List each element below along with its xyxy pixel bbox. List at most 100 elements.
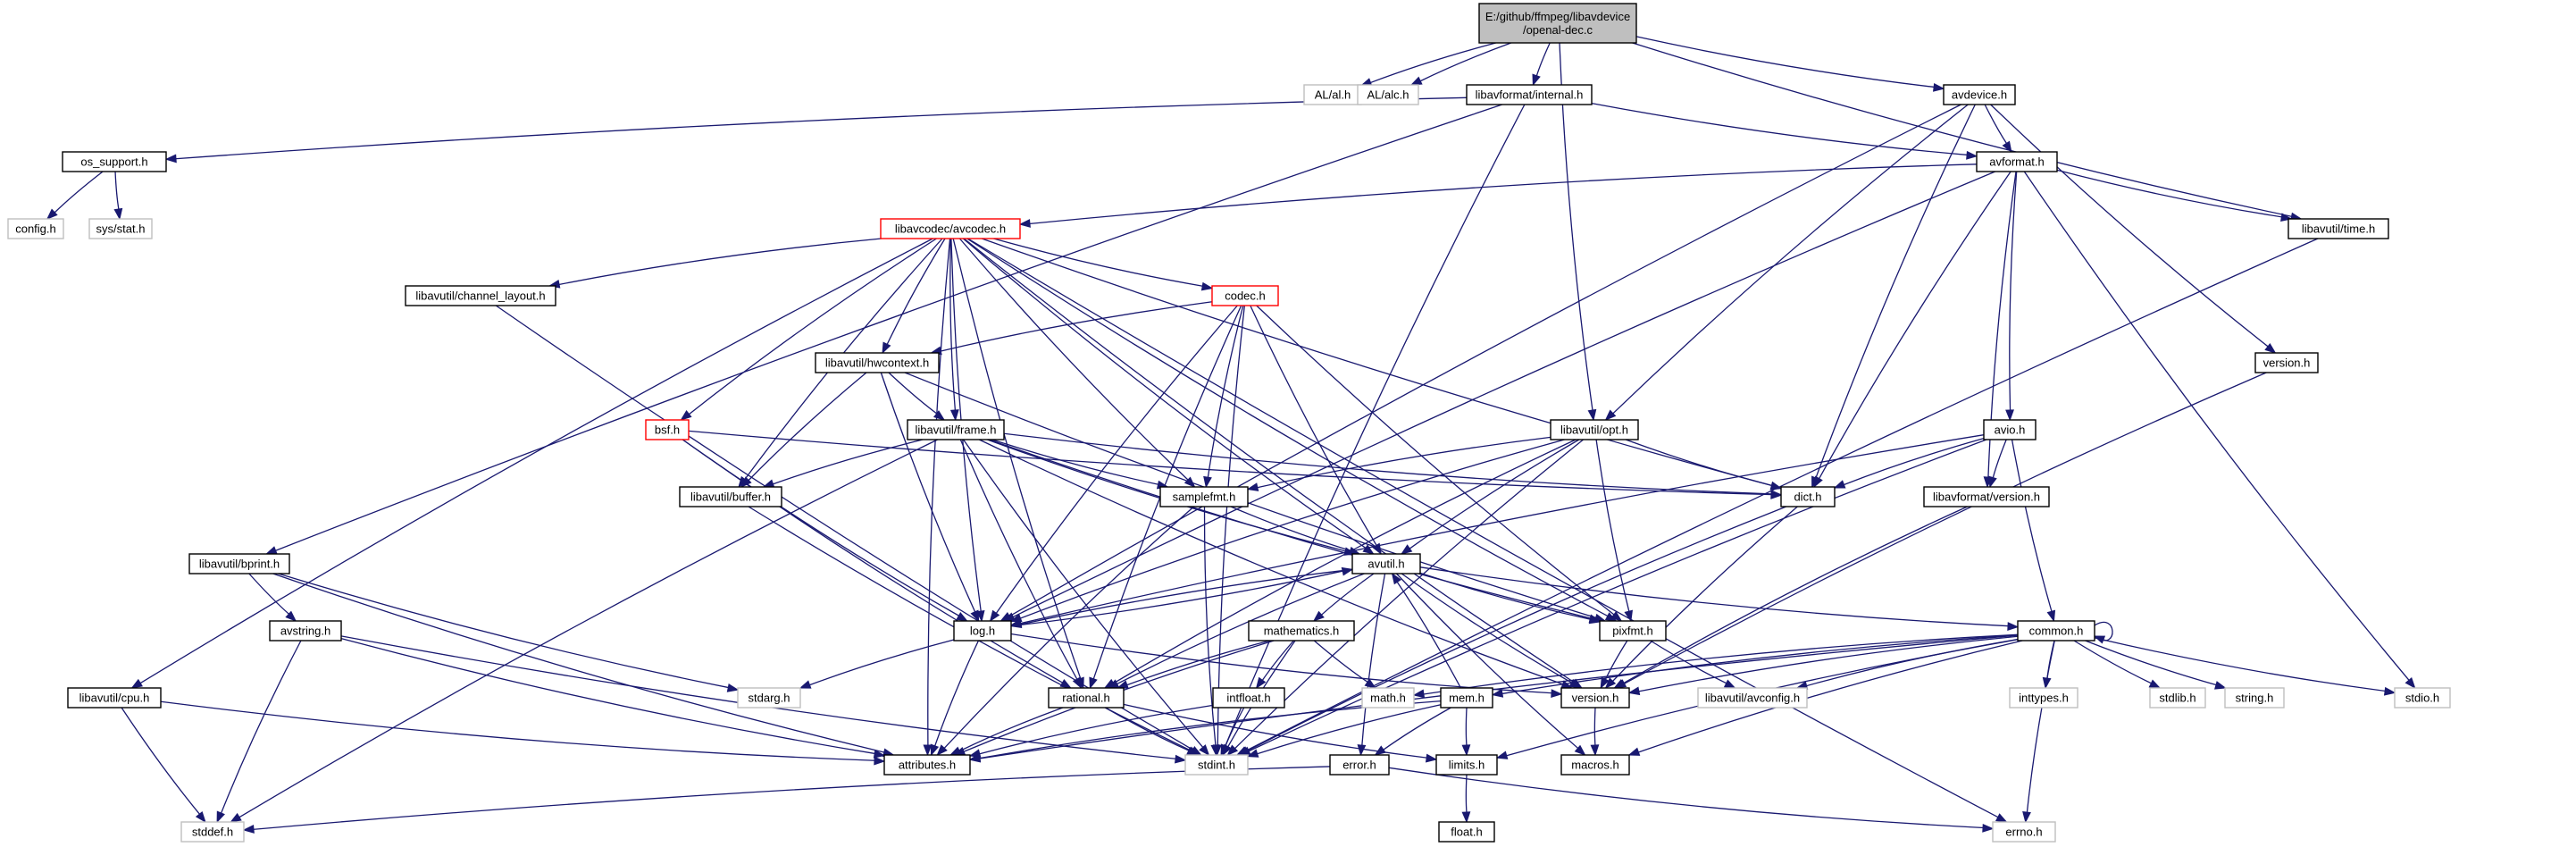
- node-mem[interactable]: mem.h: [1440, 687, 1493, 709]
- node-avcodec[interactable]: libavcodec/avcodec.h: [880, 218, 1021, 239]
- node-label: dict.h: [1794, 491, 1821, 504]
- edge-bsf-to-rational: [682, 439, 1073, 689]
- edge-avcodec-to-attributes: [923, 238, 951, 757]
- node-inttypes[interactable]: inttypes.h: [2009, 687, 2078, 709]
- edge-common-to-stdlib: [2073, 640, 2162, 689]
- node-pixfmt[interactable]: pixfmt.h: [1599, 620, 1667, 642]
- edge-root-to-al_al: [1359, 42, 1496, 87]
- node-label: limits.h: [1449, 759, 1485, 772]
- edge-version_u-to-macros: [1590, 707, 1600, 757]
- node-macros[interactable]: macros.h: [1560, 754, 1630, 776]
- node-label: AL/al.h: [1315, 88, 1351, 102]
- node-label: stdio.h: [2405, 692, 2439, 705]
- edge-root-to-al_alc: [1409, 42, 1511, 86]
- edge-error-to-errno: [1388, 767, 1995, 833]
- edge-common-to-errno: [2022, 640, 2055, 824]
- node-al-al[interactable]: AL/al.h: [1303, 84, 1362, 105]
- node-stdarg[interactable]: stdarg.h: [737, 687, 801, 709]
- node-label: libavutil/time.h: [2302, 222, 2375, 236]
- edge-avutil-to-macros: [1395, 573, 1586, 756]
- node-root[interactable]: E:/github/ffmpeg/libavdevice/openal-dec.…: [1478, 3, 1637, 44]
- edge-opt-to-samplefmt: [1246, 436, 1551, 491]
- node-label: stddef.h: [192, 826, 233, 839]
- node-al-alc[interactable]: AL/alc.h: [1357, 84, 1419, 105]
- edge-common-to-version_u: [1627, 635, 2019, 696]
- edge-mem-to-error: [1374, 707, 1451, 756]
- edge-cpu-to-attributes: [160, 700, 886, 766]
- edge-avcodec-to-chlayout: [548, 238, 882, 289]
- node-label: libavutil/opt.h: [1560, 424, 1628, 437]
- node-label: E:/github/ffmpeg/libavdevice: [1485, 10, 1630, 23]
- node-avconfig[interactable]: libavutil/avconfig.h: [1697, 687, 1808, 709]
- node-avio[interactable]: avio.h: [1983, 419, 2037, 440]
- node-lf-internal[interactable]: libavformat/internal.h: [1466, 84, 1593, 105]
- node-avutil[interactable]: avutil.h: [1351, 553, 1421, 574]
- node-label: codec.h: [1225, 289, 1266, 303]
- node-hwcontext[interactable]: libavutil/hwcontext.h: [815, 352, 940, 373]
- node-avformat[interactable]: avformat.h: [1976, 151, 2058, 172]
- node-mathematics[interactable]: mathematics.h: [1248, 620, 1355, 642]
- node-version-dev[interactable]: version.h: [2254, 352, 2319, 373]
- node-label: intfloat.h: [1226, 692, 1270, 705]
- node-stddef[interactable]: stddef.h: [180, 821, 245, 843]
- node-common[interactable]: common.h: [2017, 620, 2095, 642]
- node-label: config.h: [15, 222, 56, 236]
- node-config[interactable]: config.h: [7, 218, 64, 239]
- node-label: avformat.h: [1989, 155, 2044, 169]
- node-codec[interactable]: codec.h: [1211, 285, 1279, 306]
- edge-avio-to-dict: [1833, 437, 1985, 489]
- node-avdevice[interactable]: avdevice.h: [1943, 84, 2016, 105]
- node-math[interactable]: math.h: [1361, 687, 1415, 709]
- node-label: errno.h: [2005, 826, 2042, 839]
- edge-codec-to-pixfmt: [1256, 305, 1623, 622]
- node-stdint[interactable]: stdint.h: [1184, 754, 1249, 776]
- node-avstring[interactable]: avstring.h: [269, 620, 342, 642]
- node-label: rational.h: [1062, 692, 1109, 705]
- node-attributes[interactable]: attributes.h: [883, 754, 971, 776]
- node-rational[interactable]: rational.h: [1048, 687, 1125, 709]
- node-label: libavformat/version.h: [1933, 491, 2040, 504]
- node-log[interactable]: log.h: [953, 620, 1012, 642]
- node-error[interactable]: error.h: [1329, 754, 1390, 776]
- node-intfloat[interactable]: intfloat.h: [1212, 687, 1285, 709]
- node-label: libavutil/bprint.h: [199, 558, 280, 571]
- node-stdlib[interactable]: stdlib.h: [2149, 687, 2206, 709]
- edge-lf_internal-to-bprint: [264, 104, 1502, 555]
- node-buffer[interactable]: libavutil/buffer.h: [679, 486, 782, 507]
- node-sysstat[interactable]: sys/stat.h: [88, 218, 153, 239]
- edge-mem-to-limits: [1461, 707, 1471, 757]
- node-label: version.h: [1572, 692, 1619, 705]
- node-bsf[interactable]: bsf.h: [645, 419, 690, 440]
- edge-intfloat-to-stdint: [1220, 707, 1245, 757]
- edge-bprint-to-avstring: [248, 573, 297, 622]
- node-samplefmt[interactable]: samplefmt.h: [1159, 486, 1249, 507]
- node-cpu[interactable]: libavutil/cpu.h: [67, 687, 162, 709]
- edge-avutil-to-error: [1357, 573, 1386, 757]
- edge-cpu-to-stddef: [121, 707, 206, 824]
- edge-os_support-to-sysstat: [113, 171, 123, 221]
- edge-frame-to-pixfmt: [988, 439, 1602, 624]
- edge-avcodec-to-codec: [993, 238, 1214, 291]
- node-opt[interactable]: libavutil/opt.h: [1550, 419, 1639, 440]
- node-label: float.h: [1451, 826, 1482, 839]
- node-os-support[interactable]: os_support.h: [62, 151, 167, 172]
- edge-mem-to-avutil: [1391, 572, 1461, 689]
- edge-opt-to-dict: [1625, 439, 1783, 491]
- node-float[interactable]: float.h: [1438, 821, 1495, 843]
- node-bprint[interactable]: libavutil/bprint.h: [188, 553, 290, 574]
- node-label: mathematics.h: [1264, 625, 1340, 638]
- node-frame[interactable]: libavutil/frame.h: [907, 419, 1005, 440]
- node-stdio[interactable]: stdio.h: [2394, 687, 2451, 709]
- node-lu-time[interactable]: libavutil/time.h: [2287, 218, 2389, 239]
- node-lf-version[interactable]: libavformat/version.h: [1923, 486, 2050, 507]
- node-string[interactable]: string.h: [2224, 687, 2285, 709]
- edge-root-to-avdevice: [1635, 36, 1945, 92]
- node-limits[interactable]: limits.h: [1435, 754, 1498, 776]
- edge-frame-to-rational: [959, 439, 1083, 690]
- node-errno[interactable]: errno.h: [1992, 821, 2056, 843]
- node-chlayout[interactable]: libavutil/channel_layout.h: [405, 285, 556, 306]
- node-label: pixfmt.h: [1612, 625, 1653, 638]
- node-dict[interactable]: dict.h: [1780, 486, 1836, 507]
- node-version-u[interactable]: version.h: [1560, 687, 1630, 709]
